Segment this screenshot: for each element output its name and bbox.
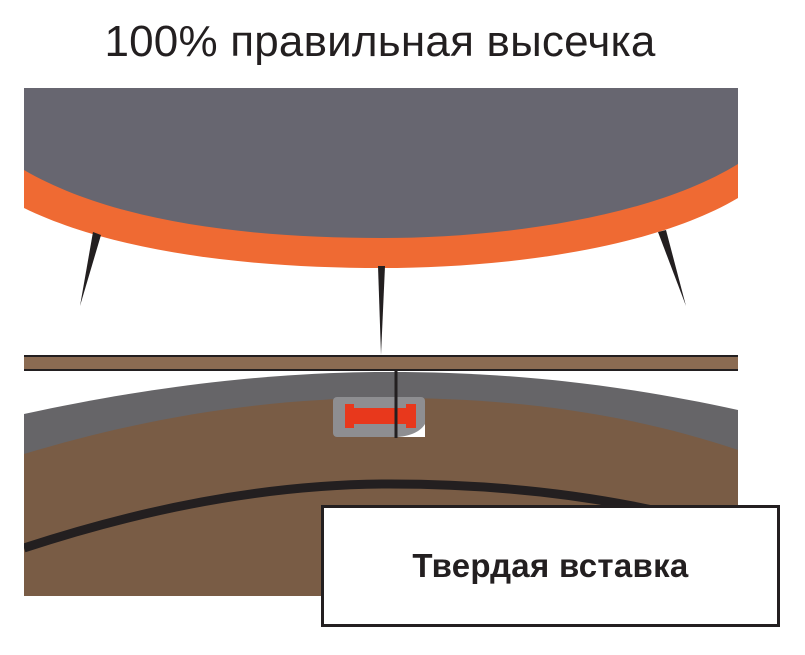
die-face — [24, 88, 738, 238]
center-blade — [378, 266, 385, 355]
right-blade — [658, 230, 686, 306]
top-strip — [24, 356, 738, 370]
insert-core — [345, 404, 416, 428]
hard-insert-label: Твердая вставка — [412, 547, 689, 584]
hard-insert — [333, 370, 425, 438]
label-box: Твердая вставка — [321, 505, 780, 627]
insert-notch — [398, 424, 425, 437]
page-title: 100% правильная высечка — [104, 17, 656, 66]
cutting-die — [24, 88, 738, 268]
left-blade — [80, 232, 101, 306]
inner-curve — [24, 479, 738, 553]
